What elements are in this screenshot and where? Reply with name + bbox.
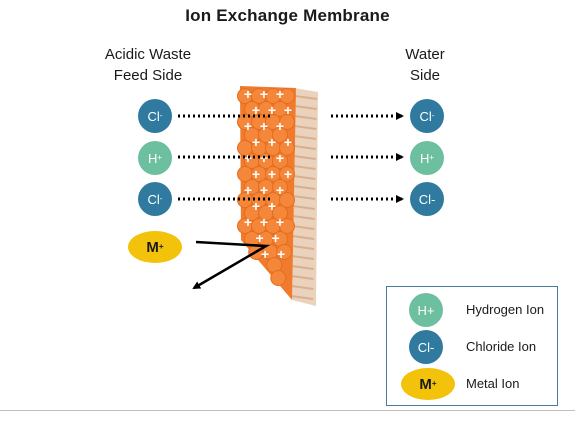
- bottom-divider: [0, 410, 575, 411]
- membrane-edge-stripe: [294, 115, 317, 120]
- membrane-plus-sign: +: [261, 246, 269, 262]
- membrane-bead: [270, 270, 287, 286]
- membrane-bead: [279, 192, 295, 208]
- membrane-bead: [279, 218, 295, 234]
- legend-hydrogen-label: Hydrogen Ion: [466, 302, 545, 317]
- membrane-edge-stripe: [292, 205, 315, 210]
- membrane-bead: [272, 153, 288, 169]
- membrane-plus-sign: +: [252, 134, 260, 150]
- membrane-edge-stripe: [292, 195, 316, 200]
- feed-chloride-ion-2: Cl-: [138, 182, 172, 216]
- membrane-plus-sign: +: [252, 198, 260, 214]
- membrane-plus-sign: +: [260, 214, 268, 230]
- membrane-plus-sign: +: [252, 166, 260, 182]
- membrane-plus-sign: +: [255, 230, 263, 246]
- membrane-plus-sign: +: [244, 86, 252, 102]
- membrane-edge-stripe: [291, 275, 314, 280]
- feed-side-label: Acidic Waste Feed Side: [78, 44, 218, 86]
- membrane-bead: [279, 88, 295, 104]
- membrane-plus-sign: +: [268, 134, 276, 150]
- feed-side-label-line1: Acidic Waste: [104, 46, 192, 63]
- membrane-plus-sign: +: [268, 166, 276, 182]
- membrane-plus-sign: +: [276, 118, 284, 134]
- membrane-edge-stripe: [293, 135, 317, 140]
- membrane-plus-sign: +: [276, 182, 284, 198]
- membrane-edge-stripe: [292, 215, 315, 220]
- feed-side-label-line2: Feed Side: [113, 67, 183, 84]
- membrane-plus-sign: +: [284, 166, 292, 182]
- membrane-edge-stripe: [291, 265, 314, 270]
- membrane-beads: [237, 88, 295, 286]
- membrane-edge-stripe: [293, 175, 316, 180]
- membrane-plus-sign: +: [244, 118, 252, 134]
- membrane-bead: [279, 140, 295, 156]
- water-hydrogen-ion: H+: [410, 141, 444, 175]
- membrane-edge-stripe: [294, 95, 317, 100]
- membrane-bead: [272, 179, 288, 195]
- legend-metal-symbol: M+: [401, 368, 455, 400]
- water-side-label-line2: Side: [409, 67, 441, 84]
- membrane-plus-sign: +: [252, 102, 260, 118]
- legend-chloride-label: Chloride Ion: [466, 339, 537, 354]
- membrane-edge-stripe: [291, 285, 314, 290]
- diagram-title: Ion Exchange Membrane: [185, 6, 390, 25]
- membrane-plus-sign: +: [268, 102, 276, 118]
- water-side-label-line1: Water: [405, 46, 445, 63]
- membrane-plus-sign: +: [260, 86, 268, 102]
- membrane-edge-stripe: [293, 155, 316, 160]
- legend-chloride-symbol: Cl-: [409, 330, 443, 364]
- membrane-edge-stripes: [290, 95, 317, 300]
- water-side-label: Water Side: [370, 44, 480, 86]
- legend-box: H+ Hydrogen Ion Cl- Chloride Ion M+ Meta…: [386, 286, 558, 406]
- legend-metal-label: Metal Ion: [466, 376, 520, 391]
- membrane-plus-sign: +: [276, 214, 284, 230]
- membrane-plus-sign: +: [277, 246, 285, 262]
- membrane-plus-sign: +: [276, 86, 284, 102]
- membrane-edge-stripe: [294, 125, 317, 130]
- feed-metal-ion: M+: [128, 231, 182, 263]
- membrane-plus-sign: +: [244, 182, 252, 198]
- membrane-edge-stripe: [292, 225, 315, 230]
- membrane-edge-stripe: [291, 255, 314, 260]
- membrane-edge-stripe: [294, 105, 317, 110]
- membrane-edge-stripe: [291, 245, 315, 250]
- metal-ion-rejection-arrow: [192, 240, 271, 290]
- membrane-bead: [272, 101, 288, 117]
- legend-hydrogen-symbol: H+: [409, 293, 443, 327]
- membrane-bead: [276, 244, 293, 260]
- membrane-plus-sign: +: [284, 134, 292, 150]
- membrane-bead: [279, 166, 295, 182]
- membrane-plus-sign: +: [284, 102, 292, 118]
- legend-item-hydrogen: H+ Hydrogen Ion: [387, 293, 557, 327]
- membrane-bead: [272, 205, 288, 221]
- membrane-edge-stripe: [293, 145, 317, 150]
- membrane-plus-sign: +: [271, 230, 279, 246]
- membrane-plus-sign: +: [276, 150, 284, 166]
- membrane-edge-stripe: [293, 185, 316, 190]
- water-chloride-ion-1: Cl-: [410, 99, 444, 133]
- membrane-plus-sign: +: [268, 198, 276, 214]
- membrane-bead: [272, 127, 288, 143]
- feed-chloride-ion-1: Cl-: [138, 99, 172, 133]
- membrane-edge-stripe: [293, 165, 316, 170]
- membrane-plus-sign: +: [244, 214, 252, 230]
- membrane-edge-stripe: [292, 235, 315, 240]
- water-chloride-ion-2: Cl-: [410, 182, 444, 216]
- membrane-bead: [279, 114, 295, 130]
- membrane-plus-sign: +: [260, 118, 268, 134]
- feed-hydrogen-ion: H+: [138, 141, 172, 175]
- legend-item-chloride: Cl- Chloride Ion: [387, 330, 557, 364]
- membrane-plus-sign: +: [260, 182, 268, 198]
- membrane-edge-stripe: [290, 295, 314, 300]
- legend-item-metal: M+ Metal Ion: [387, 367, 557, 401]
